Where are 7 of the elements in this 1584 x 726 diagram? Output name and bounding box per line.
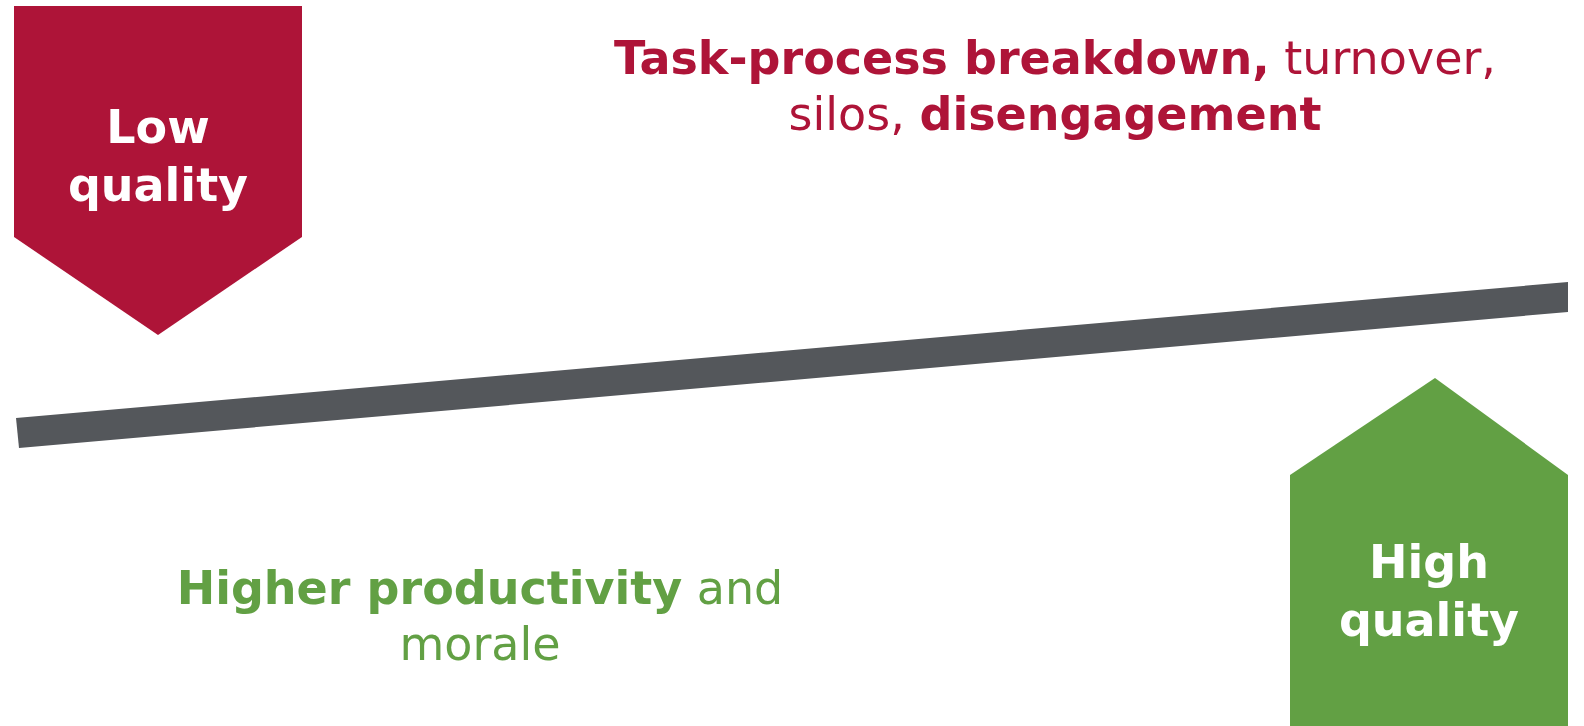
down-arrow-banner [14, 6, 302, 335]
callout-text: Task-process breakdown, turnover, silos, disengagement [613, 30, 1497, 142]
banner-label: High quality [1337, 534, 1521, 649]
banner-label: Low quality [66, 99, 250, 214]
callout-text: Higher productivity and morale [175, 560, 785, 672]
up-arrow-banner [1290, 378, 1568, 726]
seesaw-bar [16, 282, 1568, 448]
